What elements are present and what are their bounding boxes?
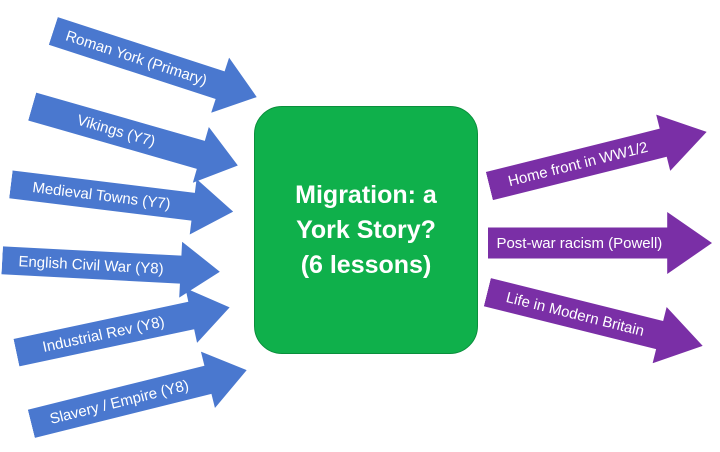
input-arrow-label: English Civil War (Y8)	[18, 252, 165, 278]
output-arrow-home-front: Home front in WW1/2	[482, 104, 713, 214]
output-arrow-label: Home front in WW1/2	[506, 138, 650, 190]
output-arrow-modern-britain: Life in Modern Britain	[480, 264, 709, 374]
input-arrow-label: Medieval Towns (Y7)	[31, 178, 172, 213]
input-arrow-label: Vikings (Y7)	[75, 111, 158, 150]
central-topic-line: York Story?	[296, 215, 436, 244]
input-arrow-label: Slavery / Empire (Y8)	[47, 376, 191, 428]
output-arrow-label: Post-war racism (Powell)	[496, 234, 663, 252]
output-arrow-label: Life in Modern Britain	[504, 288, 647, 340]
central-topic-line: (6 lessons)	[300, 250, 432, 279]
input-arrow-label: Industrial Rev (Y8)	[40, 312, 166, 356]
input-arrow-label: Roman York (Primary)	[63, 27, 210, 89]
central-topic-text: Migration: a York Story? (6 lessons)	[295, 178, 437, 283]
output-arrow-post-war-racism: Post-war racism (Powell)	[488, 212, 712, 274]
migration-diagram: Roman York (Primary) Vikings (Y7) Mediev…	[0, 0, 720, 441]
central-topic-line: Migration: a	[295, 180, 437, 209]
central-topic-box: Migration: a York Story? (6 lessons)	[254, 106, 478, 354]
